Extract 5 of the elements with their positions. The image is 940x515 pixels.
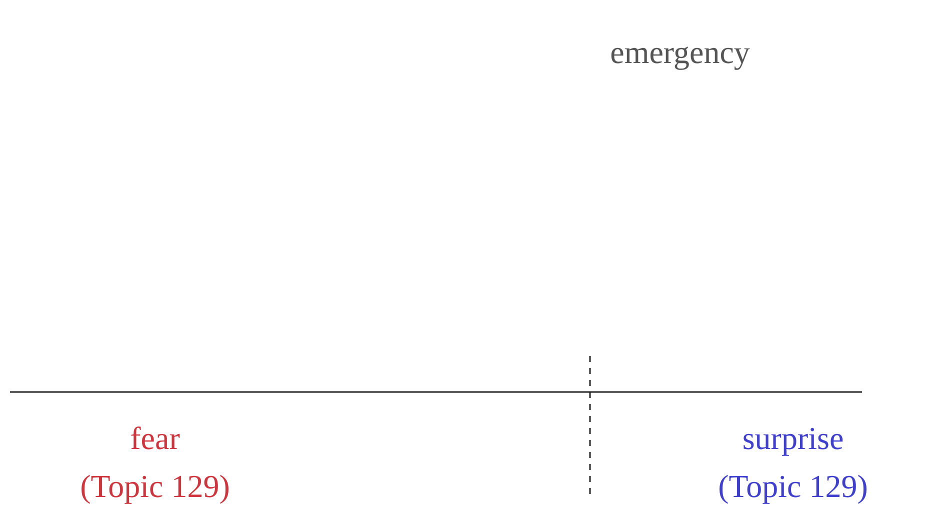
word-label: (Topic 129): [80, 470, 230, 502]
word-label: (Topic 129): [718, 470, 868, 502]
word-label: surprise: [742, 422, 844, 454]
word-label: emergency: [610, 36, 750, 68]
word-label: fear: [130, 422, 180, 454]
